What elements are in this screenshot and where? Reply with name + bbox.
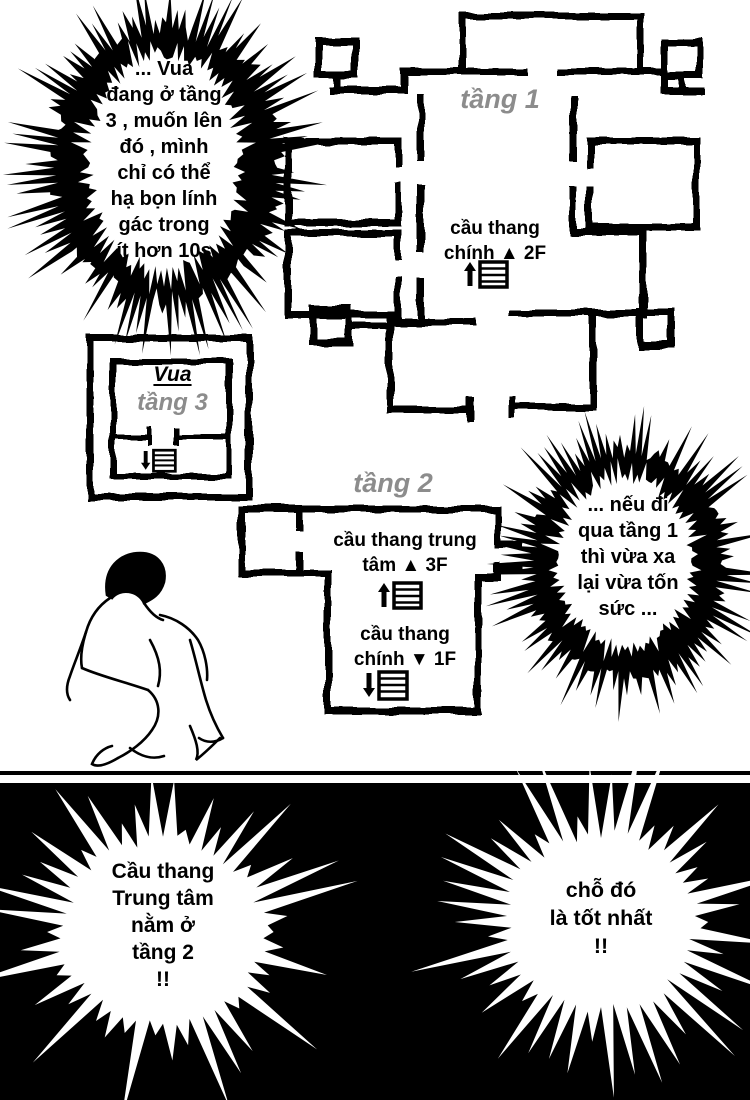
floor3-stairs-down-icon: [139, 448, 177, 473]
floor2-central-stairs-caption: cầu thang trung tâm ▲ 3F: [333, 530, 477, 576]
right-bubble-text: ... nếu đi qua tầng 1 thì vừa xa lại vừa…: [577, 494, 679, 620]
floor3-label: tầng 3: [137, 389, 208, 416]
floor1-map: [284, 12, 704, 422]
floor2-label: tầng 2: [353, 468, 433, 498]
top-left-speech-bubble: [2, 0, 328, 356]
floor2-central-stairs-up-icon: [376, 581, 423, 610]
floor2-main-stairs-down-icon: [361, 670, 409, 701]
bottom-left-starburst: [0, 775, 358, 1100]
bottom-right-burst-text: chỗ đó là tốt nhất !!: [549, 878, 653, 958]
floor2-main-stairs-caption: cầu thang chính ▼ 1F: [353, 624, 457, 670]
panel-divider-line: [0, 771, 750, 775]
bottom-left-burst-text: Cầu thang Trung tâm nằm ở tầng 2 !!: [111, 860, 215, 991]
floor2-map: [237, 505, 523, 715]
bottom-right-starburst: [411, 740, 750, 1098]
top-left-bubble-text: ... Vua đang ở tầng 3 , muốn lên đó , mì…: [105, 58, 223, 262]
floor3-room-label: Vua: [153, 363, 192, 386]
floor1-label: tầng 1: [460, 84, 540, 114]
crouching-figure-sketch: [65, 551, 225, 767]
floor3-map: [86, 334, 253, 501]
floor1-stairs-caption: cầu thang chính ▲ 2F: [443, 218, 547, 264]
right-speech-bubble: [482, 406, 750, 722]
